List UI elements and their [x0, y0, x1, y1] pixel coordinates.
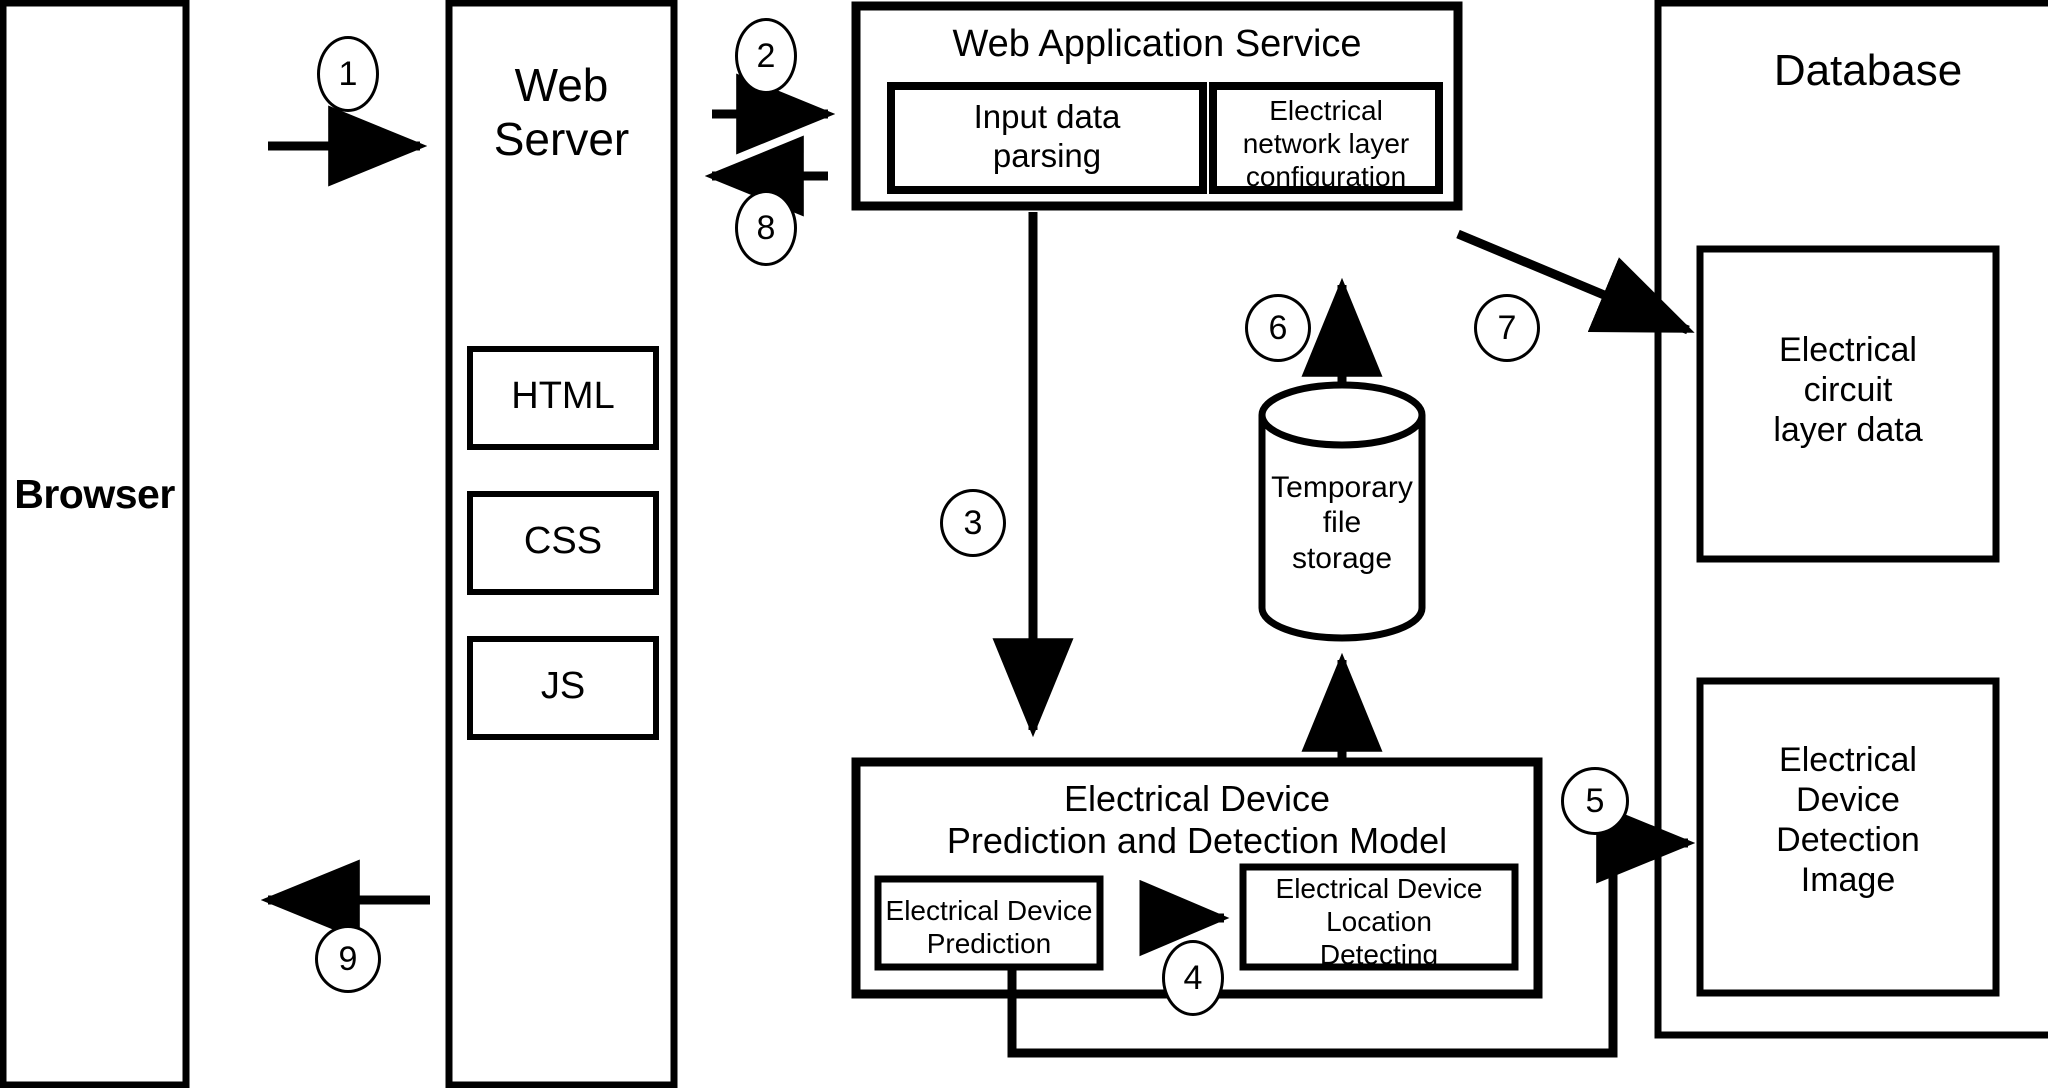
electrical-device-detection-image-box — [1696, 677, 2000, 997]
css-box — [467, 491, 659, 595]
electrical-network-layer-configuration-box — [1209, 82, 1443, 194]
step-badge-6: 6 — [1245, 294, 1311, 362]
browser-box — [0, 0, 190, 1088]
temporary-file-storage-cylinder — [1258, 381, 1426, 642]
step-badge-5: 5 — [1561, 767, 1629, 835]
js-label: JS — [540, 665, 586, 707]
html-label: HTML — [511, 375, 615, 417]
step-badge-7: 7 — [1474, 294, 1540, 362]
css-label: CSS — [523, 520, 603, 562]
electrical-circuit-layer-data-box — [1696, 245, 2000, 563]
js-box — [467, 636, 659, 740]
database-title: Database — [1773, 46, 1963, 95]
step-badge-9: 9 — [315, 925, 381, 993]
temporary-file-storage-label: Temporary file storage — [1271, 471, 1413, 575]
step-badge-4: 4 — [1162, 940, 1224, 1016]
electrical-device-prediction-label: Electrical Device Prediction — [885, 895, 1093, 960]
browser-label: Browser — [14, 471, 175, 517]
step-badge-3: 3 — [940, 489, 1006, 557]
electrical-device-location-detecting-box — [1239, 863, 1519, 971]
electrical-device-prediction-box — [874, 875, 1104, 971]
web-server-label: Web Server — [493, 59, 630, 166]
html-box — [467, 346, 659, 450]
step-badge-8: 8 — [735, 190, 797, 266]
step-badge-1: 1 — [317, 36, 379, 112]
step-badge-2: 2 — [735, 18, 797, 94]
electrical-network-layer-configuration-label: Electrical network layer configuration — [1242, 95, 1410, 193]
input-data-parsing-box — [887, 82, 1207, 194]
electrical-circuit-layer-data-label: Electrical circuit layer data — [1773, 331, 1923, 450]
electrical-device-detection-image-label: Electrical Device Detection Image — [1776, 741, 1920, 900]
electrical-device-location-detecting-label: Electrical Device Location Detecting — [1275, 873, 1483, 971]
arrow-5-path — [1007, 802, 1696, 1058]
web-application-service-title: Web Application Service — [952, 23, 1362, 65]
input-data-parsing-label: Input data parsing — [973, 98, 1121, 174]
model-title: Electrical Device Prediction and Detecti… — [946, 778, 1448, 862]
arrow-7-path — [1456, 229, 1695, 335]
